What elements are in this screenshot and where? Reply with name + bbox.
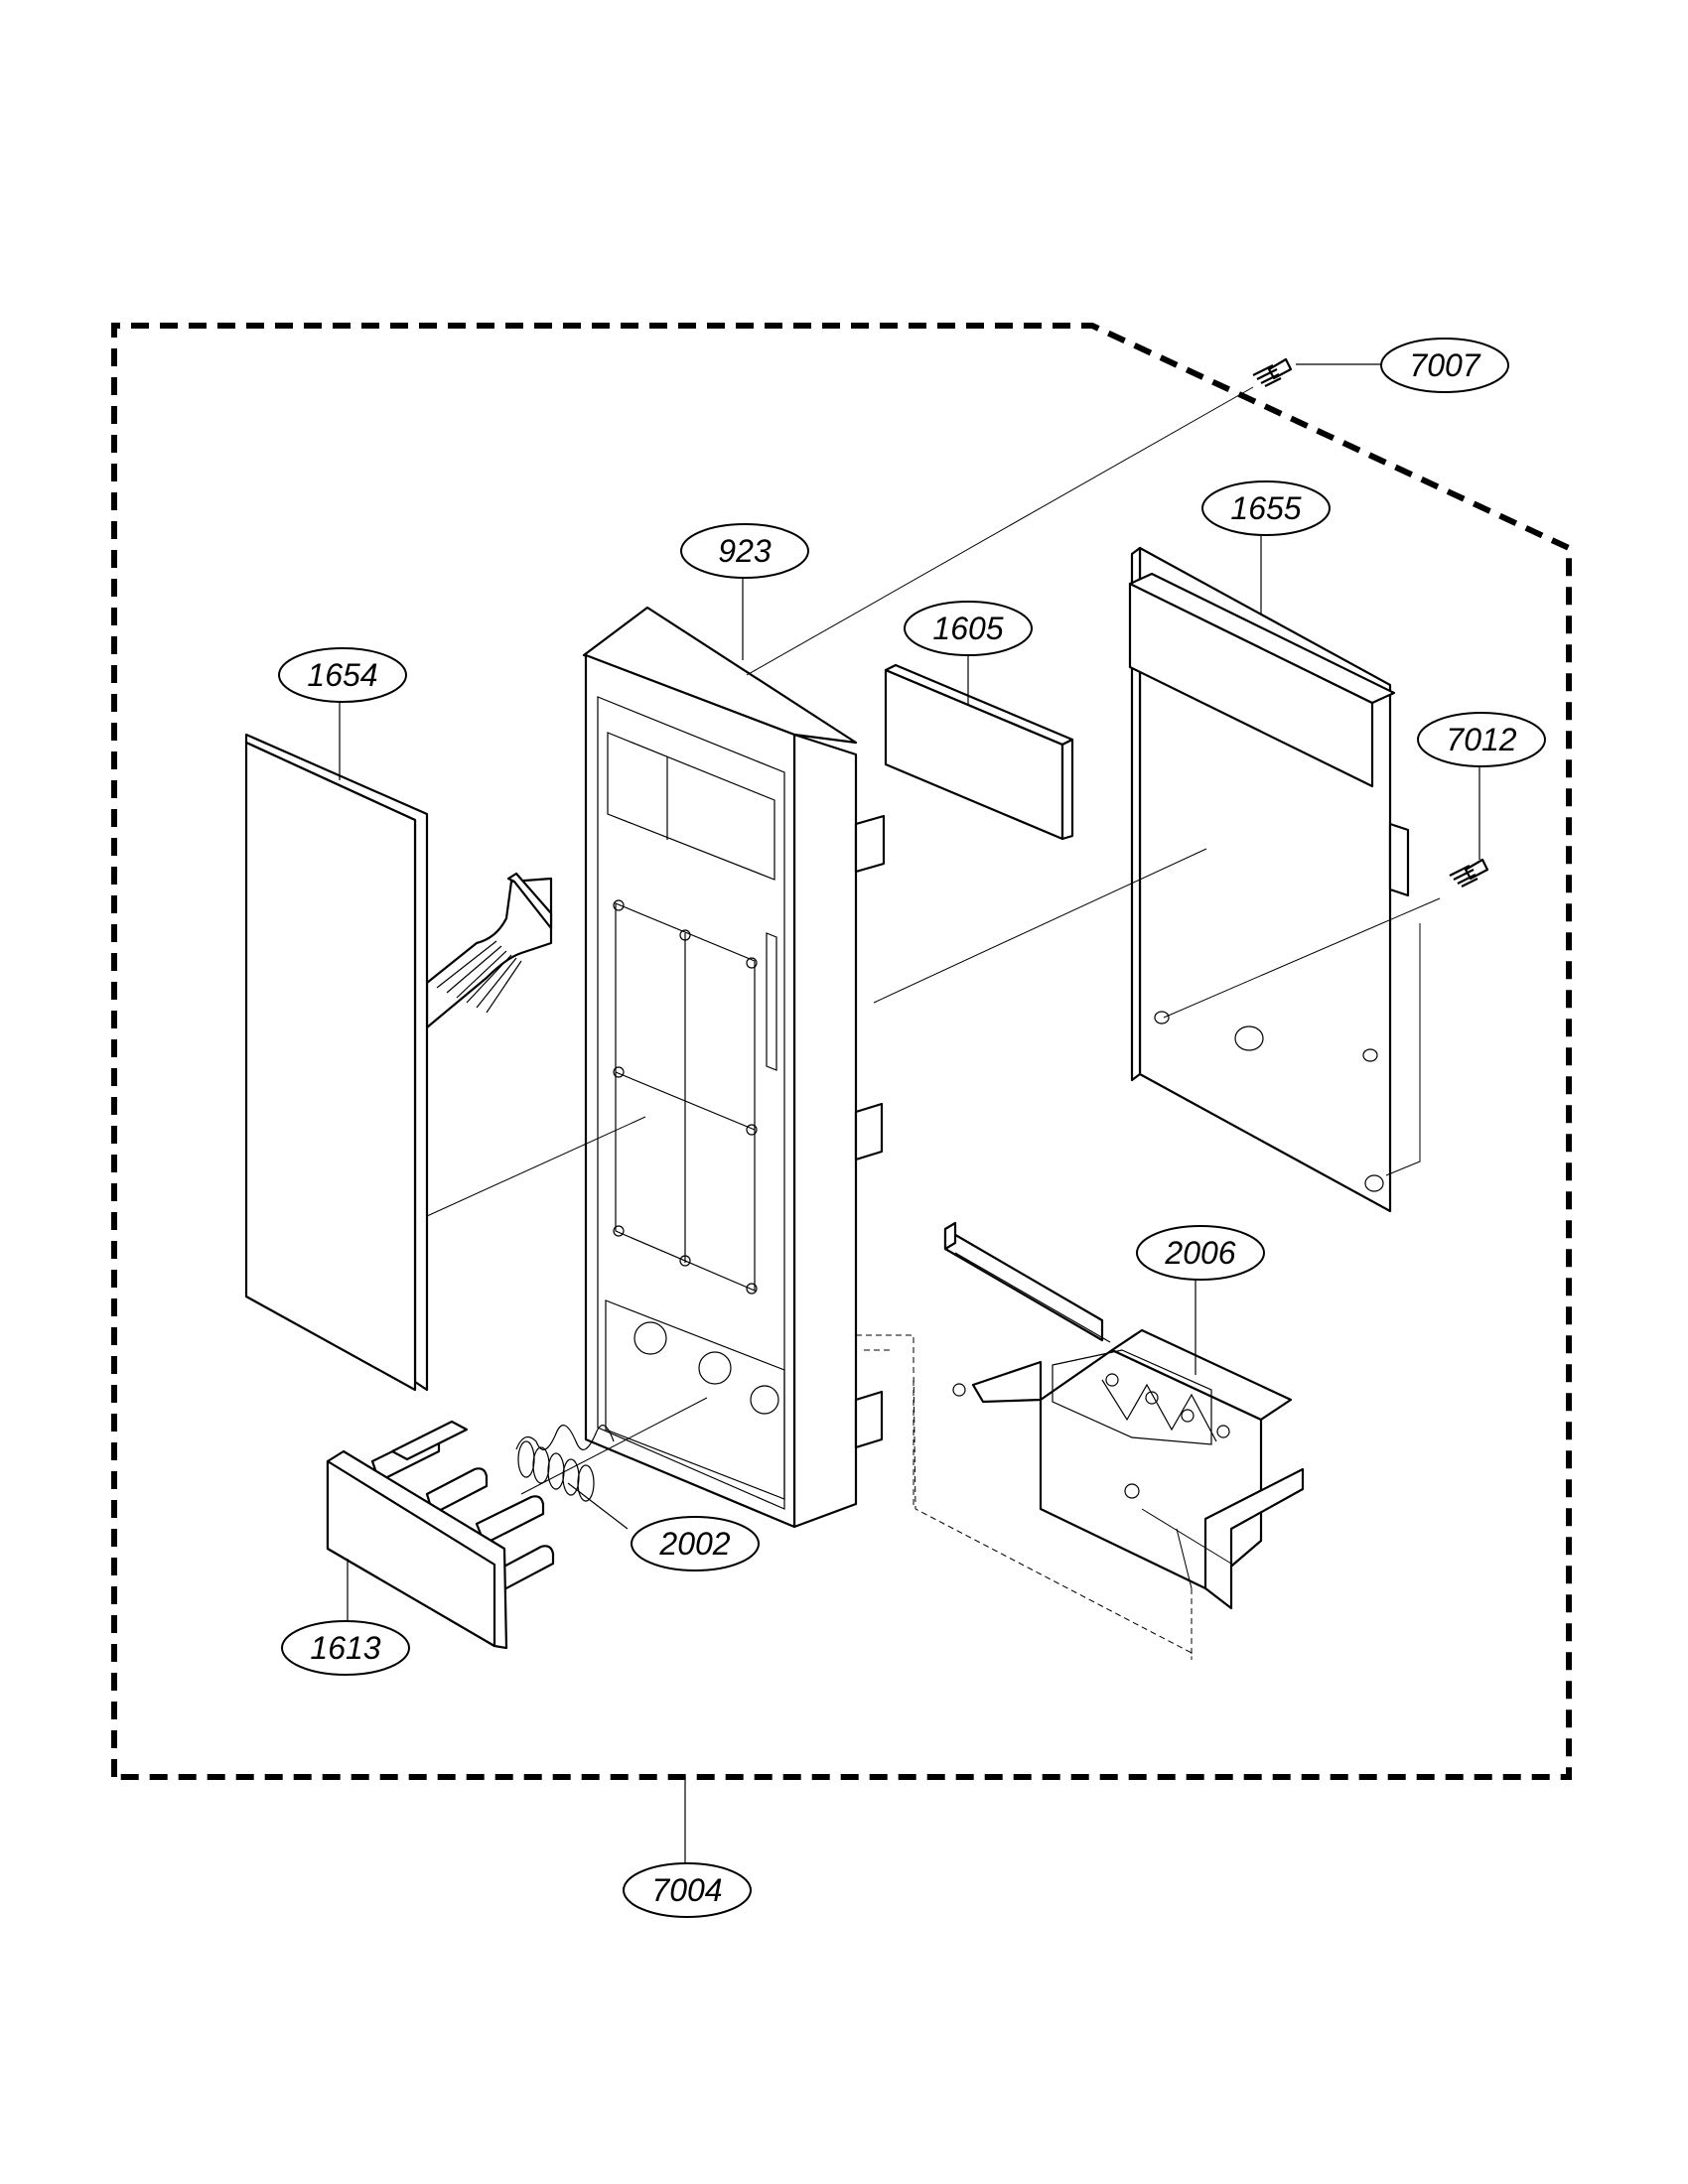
part-2006-latch-lever [943, 1221, 1305, 1610]
svg-text:7012: 7012 [1446, 722, 1516, 757]
assembly-boundary [111, 323, 1572, 1780]
part-2002-spring [515, 1425, 615, 1502]
svg-text:2006: 2006 [1164, 1235, 1235, 1271]
svg-text:923: 923 [718, 533, 772, 569]
leader-lines [426, 386, 1441, 1660]
part-7012-screw [1449, 858, 1489, 887]
svg-text:1655: 1655 [1230, 490, 1301, 526]
callout-1613: 1613 [281, 1620, 410, 1676]
callout-7012: 7012 [1417, 712, 1546, 767]
callout-923: 923 [680, 523, 809, 579]
svg-text:1605: 1605 [932, 611, 1003, 646]
callout-1605: 1605 [904, 601, 1033, 656]
callout-1654: 1654 [278, 647, 407, 703]
callout-2006: 2006 [1136, 1225, 1265, 1281]
svg-text:1654: 1654 [307, 657, 377, 693]
part-1654-membrane-panel [244, 733, 553, 1392]
svg-text:7007: 7007 [1409, 347, 1480, 383]
callout-1655: 1655 [1201, 480, 1331, 536]
callout-leaders [339, 363, 1480, 1866]
callout-2002: 2002 [631, 1516, 760, 1571]
callout-7004: 7004 [623, 1862, 752, 1918]
part-1613-button [326, 1420, 555, 1650]
part-7007-screw [1252, 357, 1293, 387]
part-1655-pcb [1128, 546, 1410, 1213]
svg-text:1613: 1613 [310, 1630, 380, 1666]
part-923-control-frame [582, 606, 886, 1529]
part-1605-window-filter [884, 663, 1074, 841]
callout-7007: 7007 [1380, 338, 1509, 393]
svg-text:2002: 2002 [658, 1526, 730, 1562]
svg-text:7004: 7004 [651, 1872, 722, 1908]
